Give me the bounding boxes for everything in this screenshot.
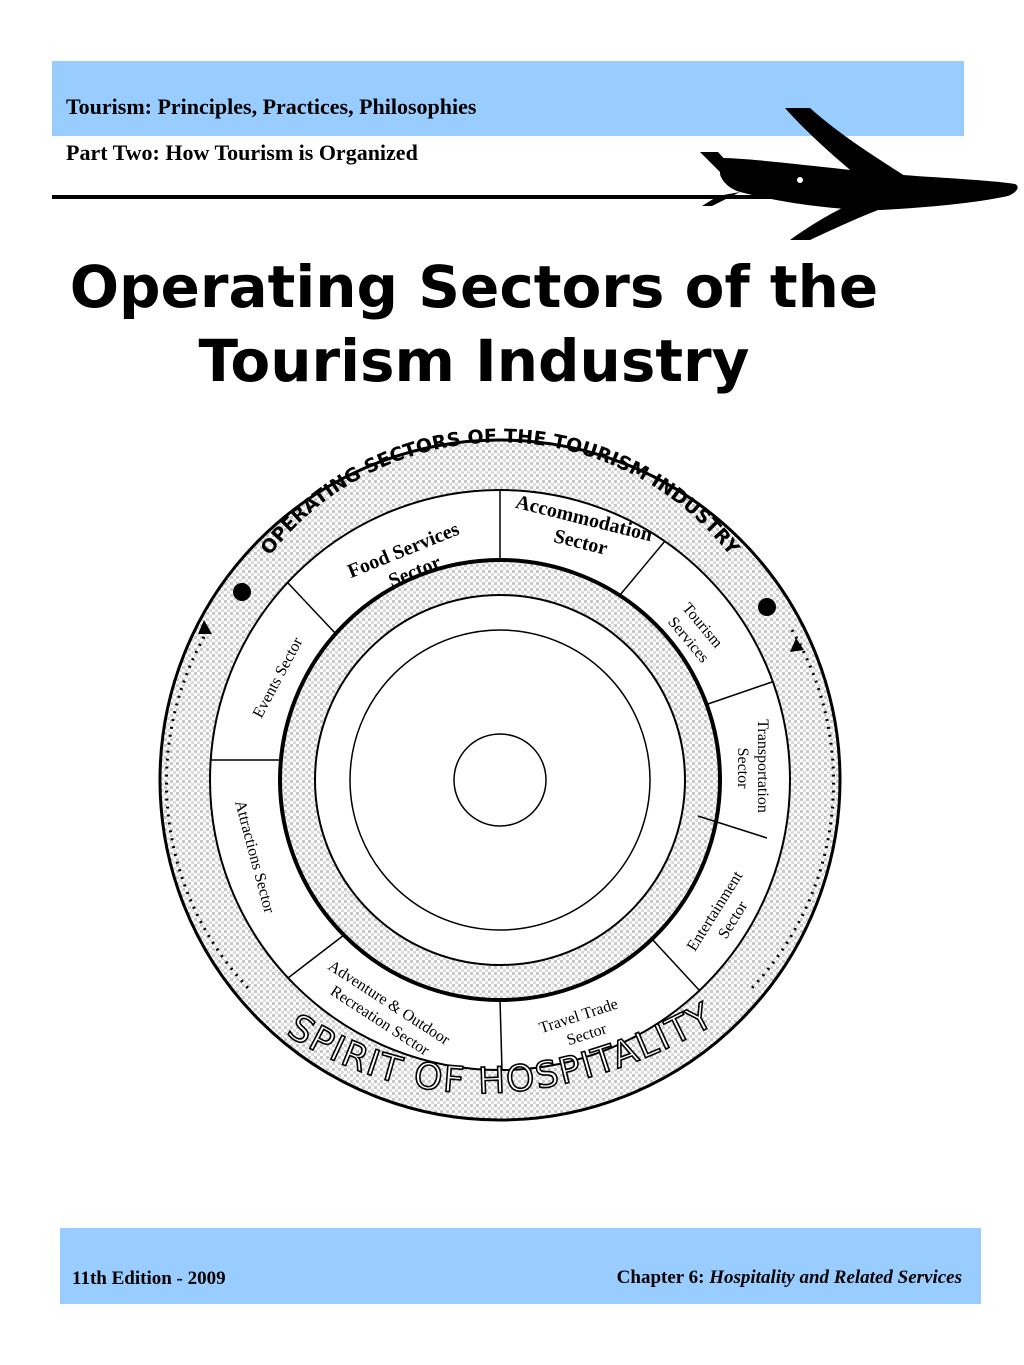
sector-dividers: [211, 490, 773, 1071]
footer-chapter-label: Chapter 6:: [616, 1267, 705, 1288]
header-rule: [52, 195, 772, 199]
footer-chapter: Chapter 6: Hospitality and Related Servi…: [617, 1267, 962, 1289]
page-title: Operating Sectors of the Tourism Industr…: [0, 250, 948, 398]
footer-edition: 11th Edition - 2009: [72, 1268, 226, 1289]
center-circle: [453, 733, 547, 827]
right-arrowhead: [790, 638, 804, 652]
page-title-line2: Tourism Industry: [198, 327, 750, 395]
left-arrowhead: [198, 620, 212, 634]
title-bullet-right: [758, 598, 776, 616]
header-subtitle: Part Two: How Tourism is Organized: [66, 140, 418, 165]
sector-transportation: Transportation Sector: [734, 719, 771, 817]
title-bullet-left: [233, 583, 251, 601]
footer-band: [60, 1228, 981, 1304]
airplane-icon: [700, 108, 1018, 240]
header-title: Tourism: Principles, Practices, Philosop…: [66, 94, 477, 119]
sectors-diagram: OPERATING SECTORS OF THE TOURISM INDUSTR…: [158, 425, 842, 1122]
footer-chapter-title: Hospitality and Related Services: [709, 1267, 962, 1288]
page-title-line1: Operating Sectors of the: [69, 253, 879, 321]
